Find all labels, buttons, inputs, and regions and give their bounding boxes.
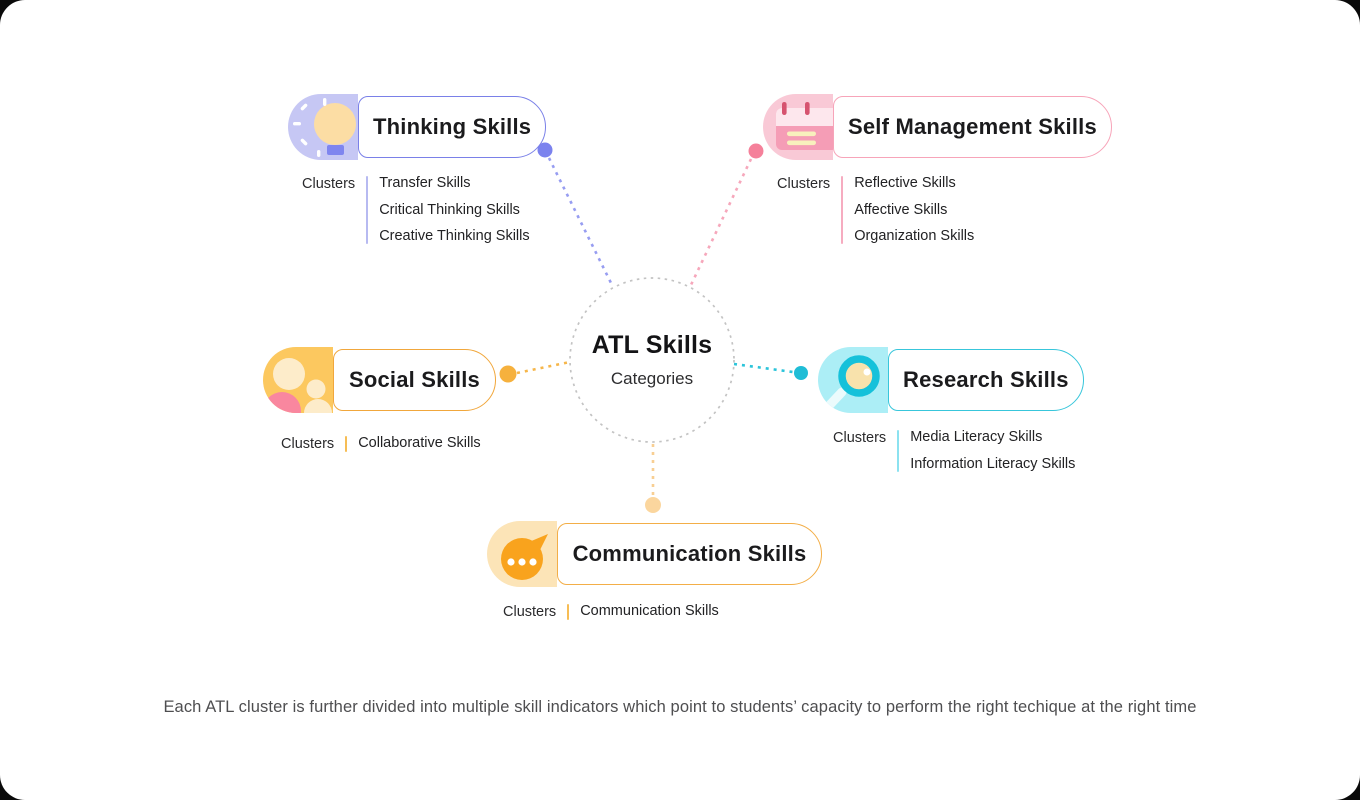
social-skills-title: Social Skills (348, 367, 480, 392)
connector-dot-research (794, 366, 808, 380)
communication-icon-cap (487, 521, 557, 587)
cluster-list: Reflective Skills Affective Skills Organ… (854, 176, 974, 244)
center-node: ATL Skills Categories (570, 278, 734, 442)
speech-bubble-icon (501, 534, 548, 580)
center-subtitle: Categories (610, 369, 694, 388)
cluster-item: Creative Thinking Skills (379, 228, 530, 244)
planner-icon (776, 102, 833, 150)
social-skills-icon-cap (263, 347, 333, 413)
cluster-item: Reflective Skills (854, 175, 956, 191)
communication-titlebox: Communication Skills (557, 523, 822, 585)
social-skills-clusters: Clusters Collaborative Skills (281, 436, 481, 452)
clusters-divider (897, 430, 900, 472)
connector-dot-social (499, 365, 517, 383)
cluster-list: Media Literacy Skills Information Litera… (910, 430, 1075, 472)
research-skills-titlebox: Research Skills (888, 349, 1084, 411)
connector-dot-self-management (748, 143, 764, 159)
connector-line-social (516, 360, 571, 375)
connector-line-thinking (547, 157, 615, 288)
cluster-item: Media Literacy Skills (910, 429, 1043, 445)
cluster-item: Transfer Skills (379, 175, 471, 191)
cluster-list: Transfer Skills Critical Thinking Skills… (379, 176, 529, 244)
cluster-item: Affective Skills (854, 201, 948, 218)
communication-clusters: Clusters Communication Skills (503, 604, 719, 620)
cluster-item: Communication Skills (580, 603, 719, 619)
thinking-skills-clusters: Clusters Transfer Skills Critical Thinki… (302, 176, 530, 244)
cluster-list: Communication Skills (580, 604, 719, 620)
node-thinking-skills: Thinking Skills (288, 94, 547, 160)
node-self-management-skills: Self Management Skills (763, 94, 1112, 160)
cluster-item: Organization Skills (854, 228, 975, 244)
node-research-skills: Research Skills (818, 347, 1084, 413)
thinking-skills-icon-cap (288, 94, 358, 160)
clusters-label: Clusters (302, 176, 356, 192)
self-management-icon-cap (763, 94, 833, 160)
clusters-divider (841, 176, 844, 244)
node-social-skills: Social Skills (263, 347, 496, 413)
cluster-item: Collaborative Skills (358, 435, 481, 451)
clusters-label: Clusters (777, 176, 831, 192)
thinking-skills-titlebox: Thinking Skills (358, 96, 547, 158)
caption-text: Each ATL cluster is further divided into… (163, 698, 1197, 716)
research-skills-icon-cap (818, 347, 888, 413)
communication-title: Communication Skills (572, 541, 807, 566)
connector-dot-communication (645, 497, 661, 513)
cluster-item: Critical Thinking Skills (379, 201, 520, 218)
people-icon (263, 358, 332, 413)
clusters-divider (366, 176, 369, 244)
cluster-list: Collaborative Skills (358, 436, 481, 452)
clusters-divider (567, 604, 570, 620)
clusters-label: Clusters (281, 436, 335, 452)
clusters-label: Clusters (503, 604, 557, 620)
thinking-skills-title: Thinking Skills (373, 114, 532, 139)
research-skills-title: Research Skills (903, 367, 1069, 392)
center-title: ATL Skills (591, 331, 713, 359)
self-management-titlebox: Self Management Skills (833, 96, 1112, 158)
self-management-title: Self Management Skills (848, 114, 1097, 139)
clusters-divider (345, 436, 348, 452)
research-skills-clusters: Clusters Media Literacy Skills Informati… (833, 430, 1075, 472)
cluster-item: Information Literacy Skills (910, 455, 1076, 472)
connector-line-research (733, 362, 794, 374)
magnifier-icon (820, 355, 880, 413)
lightbulb-icon (293, 98, 356, 157)
connector-line-self-management (688, 158, 753, 288)
social-skills-titlebox: Social Skills (333, 349, 496, 411)
clusters-label: Clusters (833, 430, 887, 446)
node-communication-skills: Communication Skills (487, 521, 822, 587)
self-management-clusters: Clusters Reflective Skills Affective Ski… (777, 176, 974, 244)
